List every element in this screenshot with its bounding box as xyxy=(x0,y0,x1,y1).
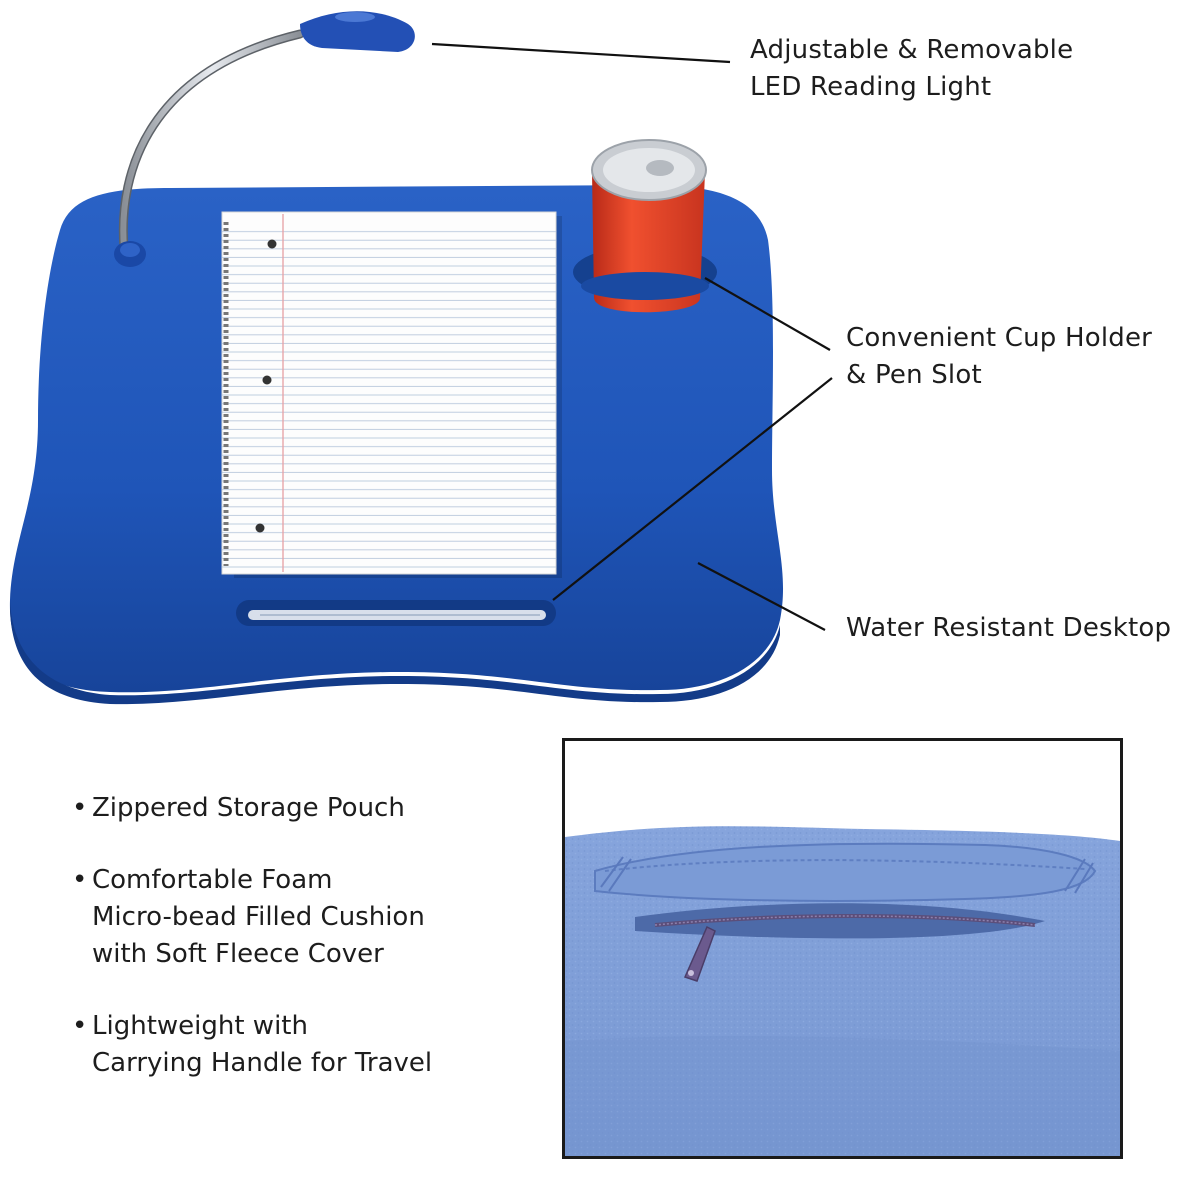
feature-item-line: Zippered Storage Pouch xyxy=(92,793,405,823)
callout-cup-holder: Convenient Cup Holder & Pen Slot xyxy=(846,320,1152,394)
cup-holder xyxy=(573,139,717,313)
callout-desktop-line-1: Water Resistant Desktop xyxy=(846,613,1172,643)
notebook-image xyxy=(221,211,562,578)
callout-desktop: Water Resistant Desktop xyxy=(846,610,1171,647)
fleece-pouch-image xyxy=(565,741,1120,1156)
feature-item: Zippered Storage Pouch xyxy=(72,790,492,827)
led-reading-light xyxy=(114,11,415,267)
feature-item-line: Micro-bead Filled Cushion xyxy=(92,902,425,932)
callout-cup-holder-line-2: & Pen Slot xyxy=(846,360,982,390)
storage-pouch-photo xyxy=(562,738,1123,1159)
feature-item-line: Lightweight with xyxy=(92,1011,308,1041)
feature-item-line: with Soft Fleece Cover xyxy=(92,939,384,969)
callout-lines xyxy=(431,42,833,631)
feature-item-line: Comfortable Foam xyxy=(92,865,333,895)
feature-item-line: Carrying Handle for Travel xyxy=(92,1048,433,1078)
feature-item: Comfortable Foam Micro-bead Filled Cushi… xyxy=(72,862,492,973)
feature-list: Zippered Storage Pouch Comfortable Foam … xyxy=(72,790,492,1117)
callout-reading-light-line-1: Adjustable & Removable xyxy=(750,35,1074,65)
feature-item: Lightweight with Carrying Handle for Tra… xyxy=(72,1008,492,1082)
callout-reading-light: Adjustable & Removable LED Reading Light xyxy=(750,32,1073,106)
callout-reading-light-line-2: LED Reading Light xyxy=(750,72,992,102)
callout-cup-holder-line-1: Convenient Cup Holder xyxy=(846,323,1153,353)
pen-slot xyxy=(236,600,556,626)
